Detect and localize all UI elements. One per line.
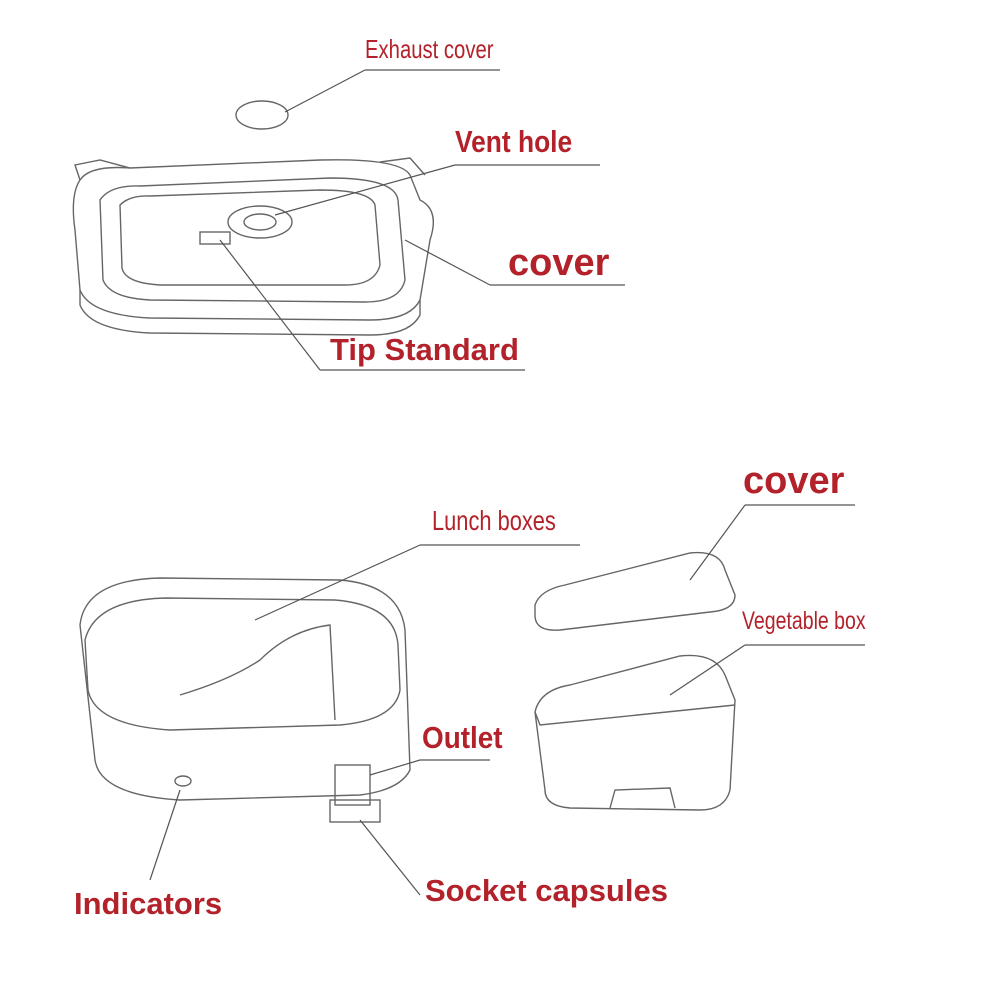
label-vent-hole: Vent hole (455, 124, 573, 159)
label-exhaust-cover: Exhaust cover (365, 34, 494, 64)
leader-lines (149, 69, 865, 896)
label-cover-top: cover (508, 242, 610, 284)
label-cover-bottom: cover (743, 460, 845, 502)
label-socket-capsules: Socket capsules (425, 873, 668, 908)
label-vegetable-box: Vegetable box (742, 607, 866, 635)
label-tip-standard: Tip Standard (330, 332, 519, 367)
exhaust-cover-part (235, 100, 289, 130)
top-lid-part (72, 157, 434, 336)
label-indicators: Indicators (74, 886, 223, 921)
label-outlet: Outlet (422, 720, 503, 755)
vegetable-box-part (534, 654, 736, 811)
small-cover-part (534, 551, 736, 631)
lunch-box-part (79, 577, 411, 823)
label-lunch-boxes: Lunch boxes (432, 505, 556, 536)
